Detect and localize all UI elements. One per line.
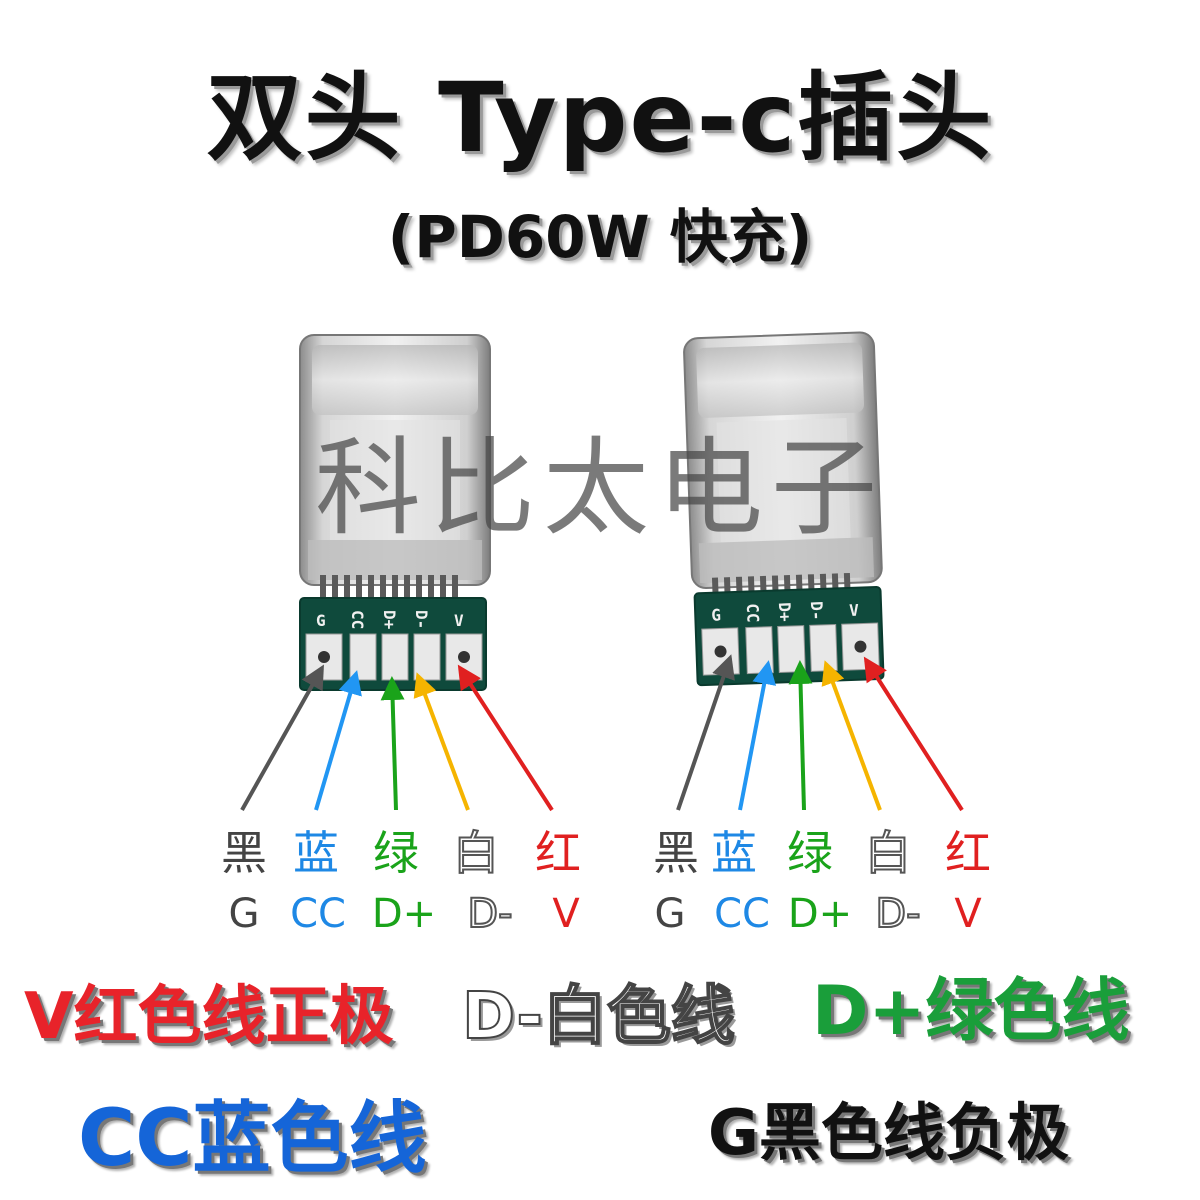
silkscreen-v: V <box>454 611 464 630</box>
pin-label-red: 红 <box>945 826 991 880</box>
connector-left: G CC D+ D- V <box>299 334 491 691</box>
pin-label-white: 白 <box>864 826 912 880</box>
legend-dminus-white: D-白色线 <box>461 980 736 1054</box>
svg-text:V: V <box>849 601 860 620</box>
silkscreen-g: G <box>316 611 326 630</box>
pin-code-v: V <box>552 891 580 937</box>
pin-label-blue: 蓝 <box>711 826 757 880</box>
legend-g-black: G黑色线负极 <box>708 1096 1069 1169</box>
pin-label-white: 白 <box>452 826 500 880</box>
pin-label-green: 绿 <box>787 826 833 880</box>
pin-label-green: 绿 <box>373 826 419 880</box>
arrows-left <box>240 664 554 812</box>
pin-code-v: V <box>954 891 982 937</box>
silkscreen-dplus: D+ <box>380 610 399 630</box>
page-subtitle: (PD60W 快充) <box>387 203 813 271</box>
pin-label-red: 红 <box>535 826 581 880</box>
pin-code-g: G <box>228 891 260 937</box>
watermark: 科比太电子 <box>315 427 885 550</box>
silkscreen-cc: CC <box>348 610 367 629</box>
pin-code-dminus: D- <box>874 891 921 937</box>
pin-code-cc: CC <box>714 891 770 937</box>
pin-label-black: 黑 <box>221 826 267 880</box>
pin-code-dplus: D+ <box>787 891 853 937</box>
pin-code-g: G <box>654 891 686 937</box>
arrows-right <box>676 654 964 812</box>
pin-code-dplus: D+ <box>371 891 437 937</box>
svg-text:CC: CC <box>743 603 763 623</box>
svg-text:D-: D- <box>807 601 827 621</box>
pin-code-dminus: D- <box>466 891 513 937</box>
pin-label-blue: 蓝 <box>293 826 339 880</box>
silkscreen-dminus: D- <box>412 610 431 629</box>
svg-text:D+: D+ <box>775 602 795 622</box>
legend-v-red: V红色线正极 <box>24 980 394 1054</box>
pin-code-cc: CC <box>290 891 346 937</box>
svg-text:G: G <box>711 605 721 624</box>
legend-cc-blue: CC蓝色线 <box>78 1094 427 1184</box>
legend-dplus-green: D+绿色线 <box>812 972 1130 1051</box>
page-title: 双头 Type-c插头 <box>206 62 994 174</box>
pin-label-black: 黑 <box>653 826 699 880</box>
